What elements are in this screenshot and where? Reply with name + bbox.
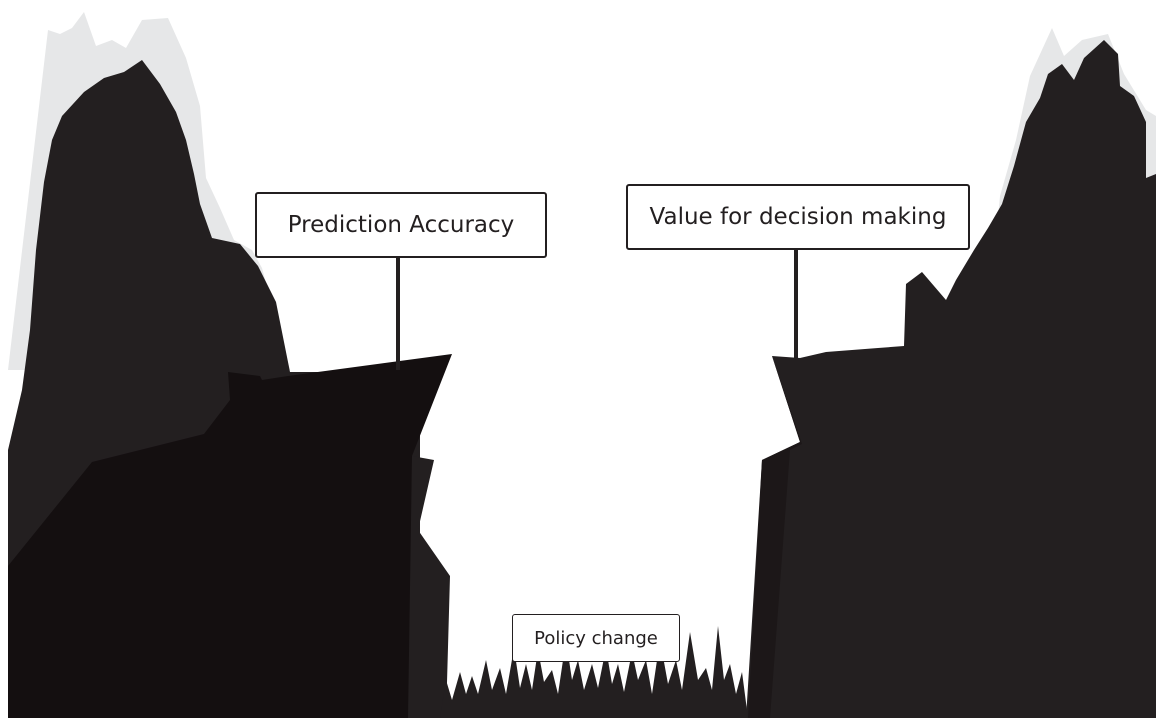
left-cliff-front — [8, 354, 452, 718]
decision-value-sign: Value for decision making — [626, 184, 970, 250]
left-cliff-lower-face — [408, 456, 450, 718]
decision-value-label: Value for decision making — [649, 204, 947, 230]
left-sign-post — [396, 256, 400, 370]
right-mountain-body — [746, 40, 1156, 718]
right-sign-post — [794, 248, 798, 358]
policy-change-sign: Policy change — [512, 614, 680, 662]
canyon-floor-spikes — [440, 626, 748, 718]
policy-change-label: Policy change — [534, 627, 658, 649]
prediction-accuracy-sign: Prediction Accuracy — [255, 192, 547, 258]
prediction-accuracy-label: Prediction Accuracy — [287, 212, 515, 238]
right-cliff-overhang — [748, 356, 802, 718]
